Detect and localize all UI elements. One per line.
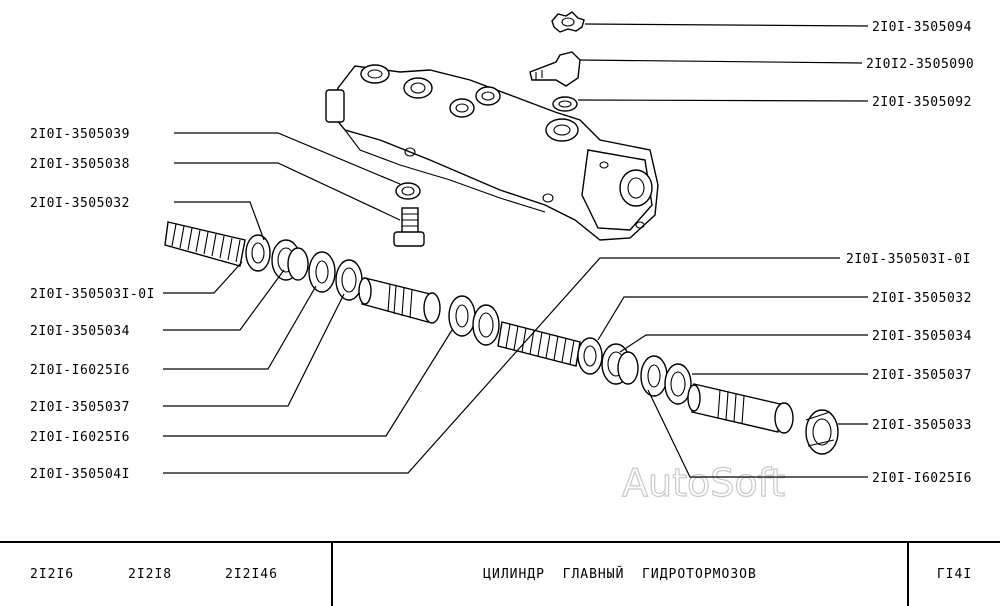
clip-part bbox=[551, 11, 585, 33]
model-code: 2I2I46 bbox=[225, 567, 278, 582]
cylinder-body bbox=[325, 64, 659, 241]
part-label-l8: 2I0I-I6025I6 bbox=[30, 430, 130, 445]
title-block: 2I2I6 2I2I8 2I2I46 ЦИЛИНДР ГЛАВНЫЙ ГИДРО… bbox=[0, 541, 1000, 606]
models-cell: 2I2I6 2I2I8 2I2I46 bbox=[0, 543, 333, 606]
bolt bbox=[393, 207, 425, 247]
part-label-l9: 2I0I-350504I bbox=[30, 467, 130, 482]
part-label-r3: 2I0I-3505092 bbox=[872, 95, 972, 110]
middle-spring bbox=[497, 321, 581, 367]
left-piston bbox=[358, 277, 441, 324]
drawing-title: ЦИЛИНДР ГЛАВНЫЙ ГИДРОТОРМОЗОВ bbox=[333, 543, 909, 606]
part-label-l4: 2I0I-350503I-0I bbox=[30, 287, 155, 302]
watermark: AutoSoft bbox=[622, 461, 785, 505]
right-rings bbox=[577, 337, 692, 405]
bolt-washer bbox=[395, 182, 421, 200]
part-label-r9: 2I0I-I6025I6 bbox=[872, 471, 972, 486]
part-label-l3: 2I0I-3505032 bbox=[30, 196, 130, 211]
part-label-r7: 2I0I-3505037 bbox=[872, 368, 972, 383]
left-rings bbox=[245, 234, 363, 301]
left-spring bbox=[164, 221, 246, 267]
part-label-l5: 2I0I-3505034 bbox=[30, 324, 130, 339]
drawing-code: ГI4I bbox=[936, 567, 973, 582]
washer-top bbox=[552, 96, 578, 112]
exploded-parts-diagram: AutoSoft 2I0I-3505039 2I0I-3505038 2I0I-… bbox=[30, 11, 974, 506]
part-label-r8: 2I0I-3505033 bbox=[872, 418, 972, 433]
part-label-r2: 2I0I2-3505090 bbox=[866, 57, 974, 72]
leader-lines bbox=[163, 23, 869, 478]
part-label-l1: 2I0I-3505039 bbox=[30, 127, 130, 142]
part-label-r6: 2I0I-3505034 bbox=[872, 329, 972, 344]
part-label-r5: 2I0I-3505032 bbox=[872, 291, 972, 306]
model-code: 2I2I6 bbox=[30, 567, 75, 582]
part-label-r1: 2I0I-3505094 bbox=[872, 20, 972, 35]
part-label-l6: 2I0I-I6025I6 bbox=[30, 363, 130, 378]
end-cap bbox=[805, 409, 839, 455]
part-label-r4: 2I0I-350503I-0I bbox=[846, 252, 971, 267]
middle-rings bbox=[448, 295, 500, 346]
part-label-l2: 2I0I-3505038 bbox=[30, 157, 130, 172]
fitting-part bbox=[529, 51, 581, 87]
right-piston bbox=[687, 383, 794, 434]
part-label-l7: 2I0I-3505037 bbox=[30, 400, 130, 415]
model-code: 2I2I8 bbox=[128, 567, 173, 582]
